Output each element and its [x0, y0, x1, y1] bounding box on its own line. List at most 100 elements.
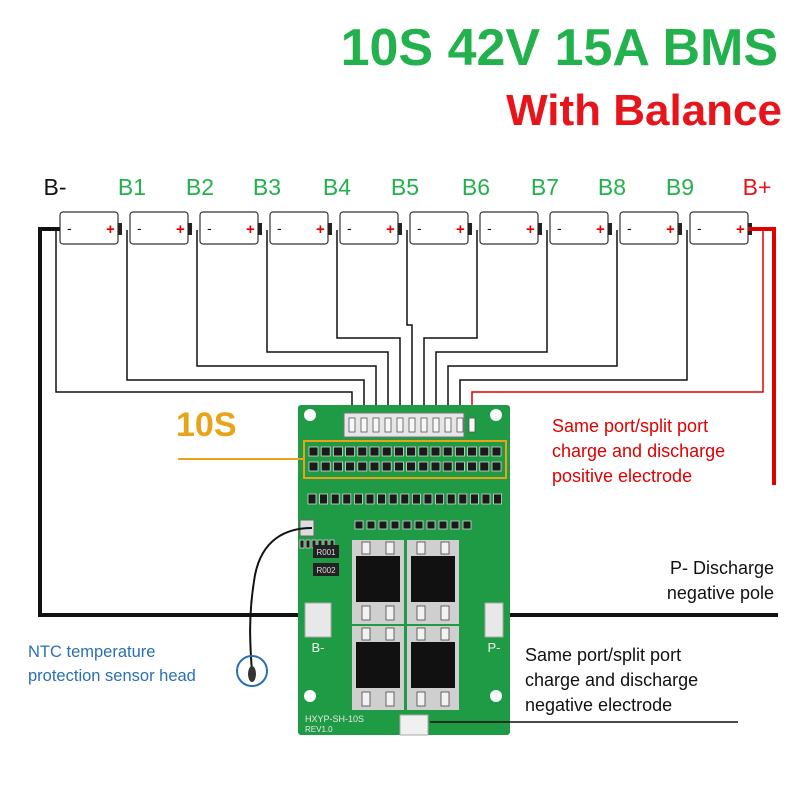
mosfet-lead [440, 605, 450, 621]
smd-component [418, 446, 429, 457]
cell-positive-sign: + [736, 221, 745, 238]
smd-component [332, 461, 343, 472]
smd-component [491, 446, 502, 457]
connector-pin [372, 417, 380, 433]
mounting-hole [490, 690, 502, 702]
pad-c-minus [399, 714, 429, 736]
battery-cell: -+ [619, 211, 682, 245]
cell-negative-sign: - [697, 220, 702, 236]
cell-label-b6: B6 [461, 174, 491, 200]
mosfet-lead [416, 605, 426, 621]
connector-pin [384, 417, 392, 433]
mosfet-lead [416, 627, 426, 641]
mounting-hole [304, 690, 316, 702]
cell-terminal-cap [538, 223, 542, 235]
cell-positive-sign: + [386, 221, 395, 238]
b-plus-main-wire [748, 227, 776, 485]
pcb-board: R001 R002 B- P- HXYP-SH-10S REV1.0 [298, 405, 510, 736]
product-subtitle: With Balance [506, 86, 782, 135]
cell-positive-sign: + [456, 221, 465, 238]
smd-component [320, 446, 331, 457]
cell-label-b8: B8 [597, 174, 627, 200]
cell-positive-sign: + [666, 221, 675, 238]
battery-cell: -+ [689, 211, 752, 245]
connector-pin [348, 417, 356, 433]
balance-wire-b7 [435, 230, 548, 416]
note-line: negative pole [666, 583, 774, 603]
smd-component [320, 461, 331, 472]
mosfet-lead [385, 541, 395, 555]
smd-component [378, 520, 388, 530]
smd-component [430, 446, 441, 457]
smd-resistor [423, 493, 433, 505]
pad-p-minus-label: P- [488, 640, 501, 655]
resistor-r001-label: R001 [316, 548, 336, 557]
smd-component [430, 461, 441, 472]
smd-component [369, 461, 380, 472]
balance-wire-b-minus [55, 230, 353, 416]
balance-wire-b6 [423, 230, 478, 416]
smd-resistor [458, 493, 468, 505]
note-line: Same port/split port [525, 645, 682, 665]
ntc-sensor-wire [249, 527, 313, 673]
cell-positive-sign: + [106, 221, 115, 238]
smd-resistor [400, 493, 410, 505]
smd-component [390, 520, 400, 530]
balance-wire-b-plus [471, 230, 764, 416]
battery-cell: -+ [269, 211, 332, 245]
battery-cell: -+ [59, 211, 122, 245]
mosfet-lead [361, 605, 371, 621]
connector-pin [360, 417, 368, 433]
mosfet [407, 540, 459, 624]
smd-component [393, 461, 404, 472]
battery-cells: -+-+-+-+-+-+-+-+-+-+ [59, 211, 752, 245]
cell-label-bminus: B- [43, 174, 67, 200]
board-revision-label: REV1.0 [305, 725, 333, 734]
battery-cell: -+ [549, 211, 612, 245]
smd-component [491, 461, 502, 472]
smd-resistor [377, 493, 387, 505]
smd-resistor [481, 493, 491, 505]
smd-component [406, 446, 417, 457]
resistor-r002 [313, 563, 339, 576]
smd-resistor [307, 493, 317, 505]
product-title: 10S 42V 15A BMS [340, 19, 778, 77]
smd-pin [305, 539, 311, 549]
cell-positive-sign: + [316, 221, 325, 238]
smd-resistor [446, 493, 456, 505]
cell-negative-sign: - [627, 220, 632, 236]
smd-component [369, 446, 380, 457]
cell-terminal-cap [328, 223, 332, 235]
smd-component [450, 520, 460, 530]
cell-negative-sign: - [557, 220, 562, 236]
mosfet-lead [416, 541, 426, 555]
smd-resistor [388, 493, 398, 505]
pad-p-minus [484, 602, 504, 638]
ntc-sensor-note: NTC temperature protection sensor head [28, 640, 196, 688]
smd-component [442, 461, 453, 472]
cell-negative-sign: - [417, 220, 422, 236]
connector-pin [468, 417, 476, 433]
battery-cell: -+ [479, 211, 542, 245]
balance-count-label: 10S [176, 406, 237, 444]
connector-pin [432, 417, 440, 433]
mosfet-lead [440, 627, 450, 641]
balance-wire-b4 [336, 230, 401, 416]
smd-pin [299, 539, 305, 549]
cell-positive-sign: + [176, 221, 185, 238]
note-line: protection sensor head [28, 667, 196, 685]
pad-b-minus-label: B- [312, 640, 325, 655]
smd-component [414, 520, 424, 530]
note-line: charge and discharge [552, 441, 726, 461]
cell-label-b9: B9 [665, 174, 695, 200]
cell-terminal-cap [258, 223, 262, 235]
smd-component [393, 446, 404, 457]
balance-wire-b8 [447, 230, 618, 416]
mosfet-lead [385, 691, 395, 707]
smd-component [454, 461, 465, 472]
smd-component [308, 461, 319, 472]
note-line: positive electrode [552, 466, 693, 486]
smd-component [467, 461, 478, 472]
connector-pin [456, 417, 464, 433]
